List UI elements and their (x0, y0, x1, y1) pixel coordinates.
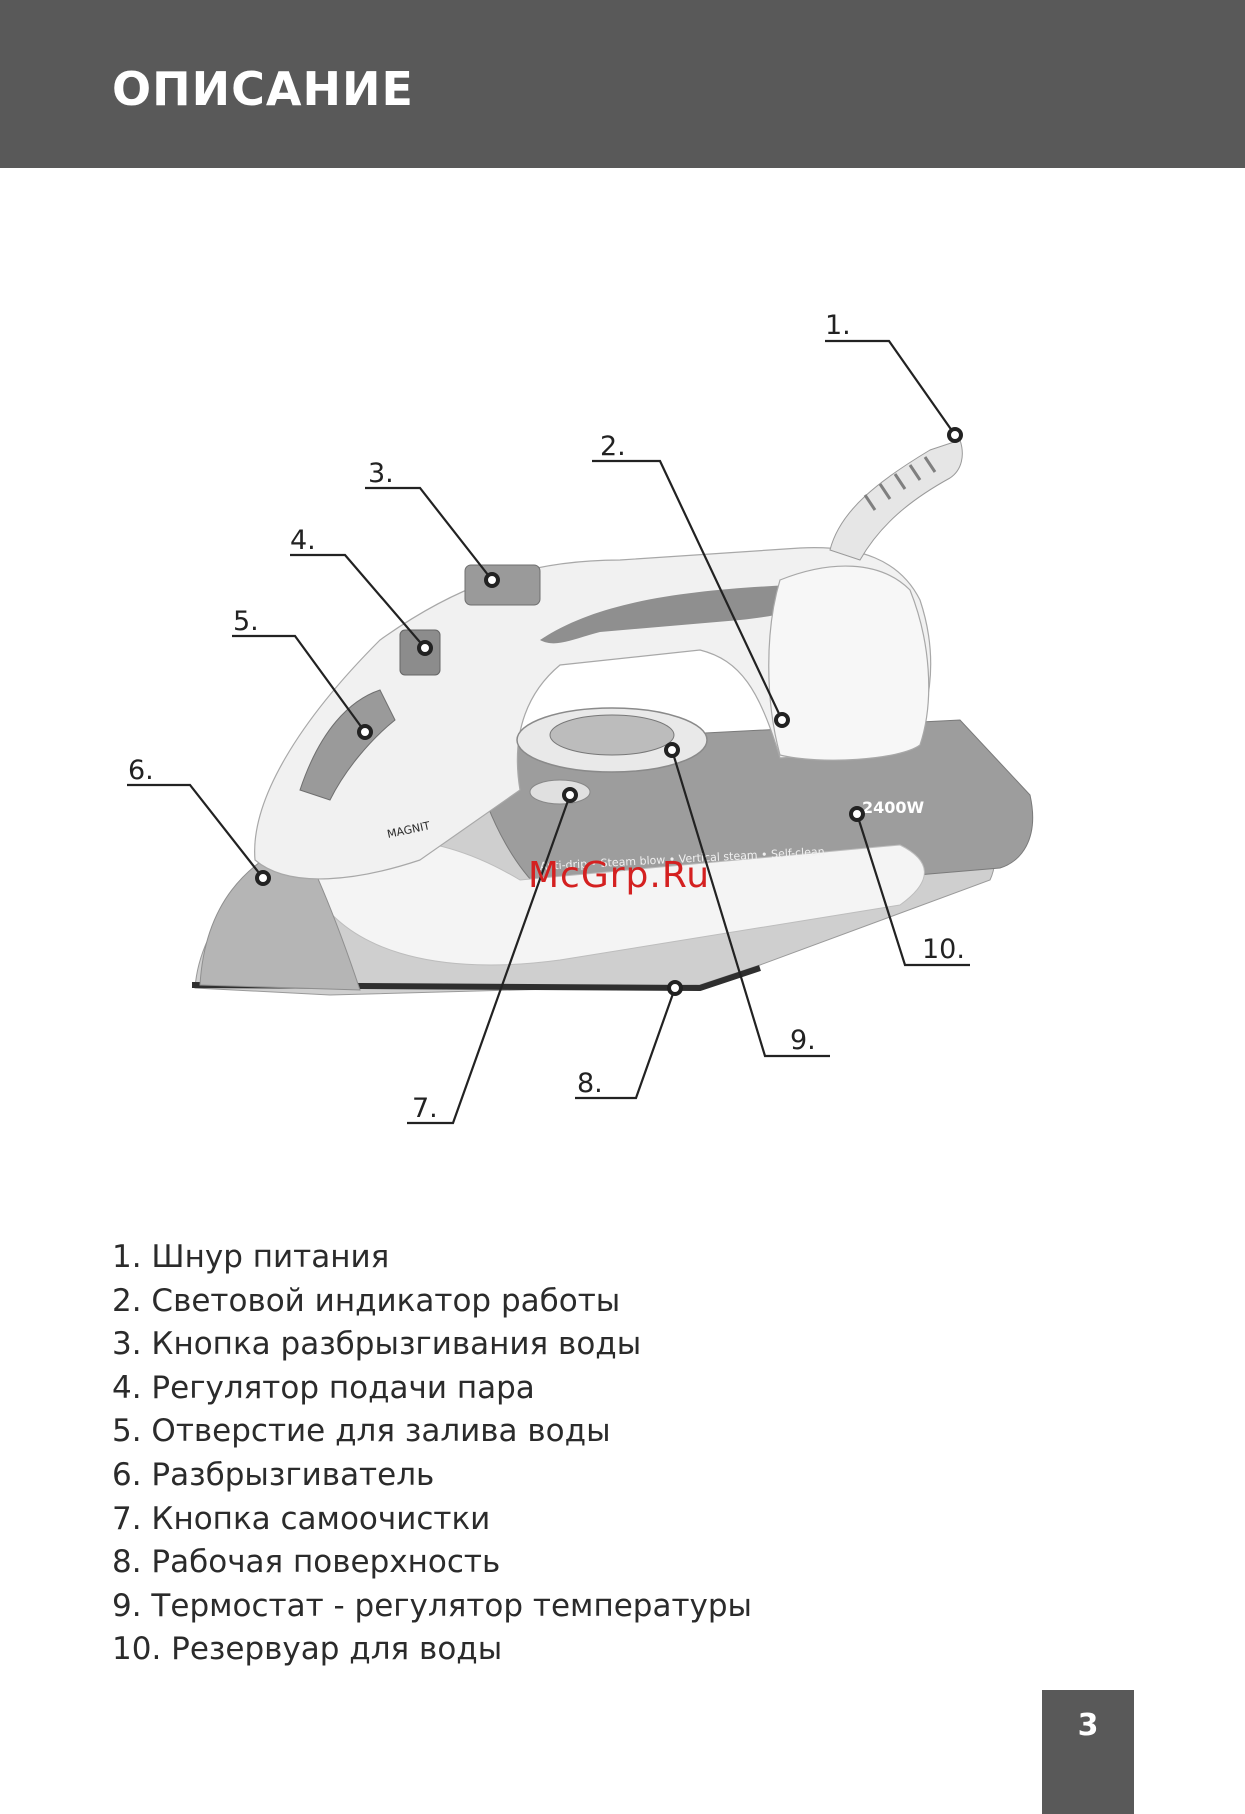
parts-legend: 1. Шнур питания 2. Световой индикатор ра… (112, 1236, 752, 1672)
iron-power-print: 2400W (862, 798, 925, 817)
callout-9: 9. (790, 1025, 816, 1056)
iron-cord-ribs (863, 456, 937, 511)
callout-6: 6. (128, 755, 154, 786)
iron-cord-guard (829, 439, 963, 561)
callout-labels: 1. 2. 3. 4. 5. 6. 7. 8. 9. 10. (128, 310, 965, 1124)
callout-10: 10. (922, 934, 965, 965)
legend-item: 2. Световой индикатор работы (112, 1282, 621, 1319)
callout-leaders (127, 339, 970, 1125)
iron-illustration: MAGNIT 2400W Anti-drip • Steam blow • Ve… (191, 439, 1034, 996)
iron-diagram: MAGNIT 2400W Anti-drip • Steam blow • Ve… (127, 310, 1034, 1125)
legend-item: 10. Резервуар для воды (112, 1631, 503, 1668)
watermark: McGrp.Ru (528, 855, 711, 896)
legend-item: 5. Отверстие для залива воды (112, 1413, 611, 1450)
iron-fill-opening (299, 689, 396, 801)
iron-heel (768, 565, 930, 761)
legend-item: 1. Шнур питания (112, 1239, 390, 1275)
page-header: ОПИСАНИЕ (0, 0, 1245, 168)
iron-thermostat-dial-face (549, 714, 675, 756)
page-number-box: 3 (1042, 1690, 1134, 1814)
legend-item: 4. Регулятор подачи пара (112, 1369, 535, 1406)
iron-spray-button (464, 564, 541, 606)
callout-3: 3. (368, 458, 394, 489)
legend-item: 6. Разбрызгиватель (112, 1456, 435, 1493)
iron-handle-grip (540, 585, 835, 644)
callout-7: 7. (412, 1093, 438, 1124)
iron-self-clean-button (529, 779, 591, 805)
callout-5: 5. (233, 606, 259, 637)
legend-item: 3. Кнопка разбрызгивания воды (112, 1326, 642, 1363)
callout-1: 1. (825, 310, 851, 341)
callout-8: 8. (577, 1068, 603, 1099)
callout-2: 2. (600, 431, 626, 462)
callout-dots (255, 427, 963, 996)
page-number: 3 (1077, 1708, 1099, 1743)
legend-item: 9. Термостат - регулятор температуры (112, 1587, 753, 1624)
legend-item: 7. Кнопка самоочистки (112, 1500, 491, 1537)
page-title: ОПИСАНИЕ (112, 62, 414, 116)
callout-4: 4. (290, 525, 316, 556)
legend-item: 8. Рабочая поверхность (112, 1544, 501, 1581)
